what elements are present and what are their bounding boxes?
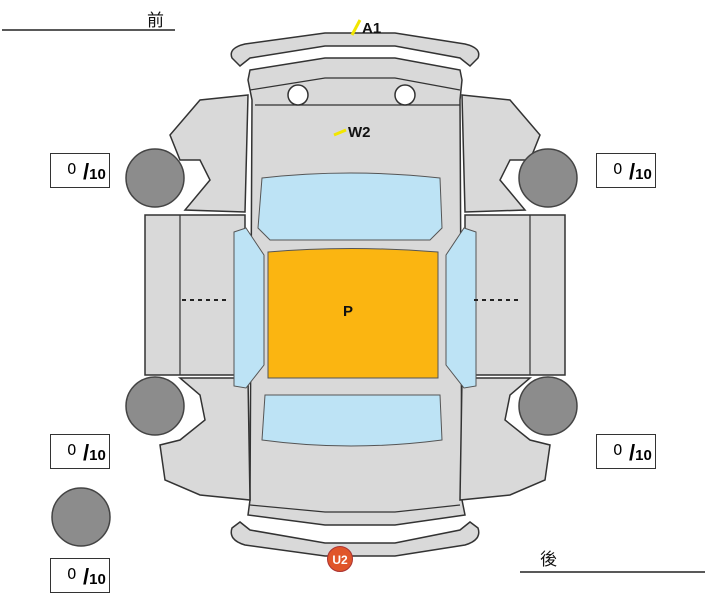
left-rear-fender bbox=[159, 377, 251, 501]
tire-score-front-right: 0/10 bbox=[596, 153, 656, 188]
score-value: 0 bbox=[67, 565, 77, 583]
tire-score-front-left: 0/10 bbox=[50, 153, 110, 188]
tire-spare bbox=[51, 487, 111, 547]
right-front-fender bbox=[461, 94, 541, 213]
left-front-fender bbox=[169, 94, 249, 213]
rear-bumper bbox=[230, 521, 480, 557]
tire-score-rear-left: 0/10 bbox=[50, 434, 110, 469]
left-side-panel bbox=[144, 214, 246, 376]
score-value: 0 bbox=[613, 441, 623, 459]
scratch-mark-a1 bbox=[350, 19, 362, 36]
scratch-mark-w2 bbox=[333, 128, 347, 137]
front-bumper bbox=[230, 32, 480, 68]
right-side-panel bbox=[464, 214, 566, 376]
tire-front-right bbox=[518, 148, 578, 208]
front-label: 前 bbox=[147, 11, 164, 31]
tire-rear-left bbox=[125, 376, 185, 436]
score-max: /10 bbox=[83, 440, 106, 465]
windshield bbox=[257, 172, 443, 241]
rear-window bbox=[261, 394, 443, 447]
score-max: /10 bbox=[629, 440, 652, 465]
mark-w2: W2 bbox=[348, 124, 371, 141]
fog-lamp-left bbox=[287, 84, 309, 106]
fog-lamp-right bbox=[394, 84, 416, 106]
tire-score-spare: 0/10 bbox=[50, 558, 110, 593]
score-max: /10 bbox=[629, 159, 652, 184]
rear-label: 後 bbox=[540, 550, 557, 570]
score-max: /10 bbox=[83, 564, 106, 589]
score-value: 0 bbox=[613, 160, 623, 178]
score-value: 0 bbox=[67, 441, 77, 459]
left-side-window bbox=[233, 227, 265, 389]
tire-score-rear-right: 0/10 bbox=[596, 434, 656, 469]
tire-front-left bbox=[125, 148, 185, 208]
right-rear-fender bbox=[459, 377, 551, 501]
tire-rear-right bbox=[518, 376, 578, 436]
mark-a1: A1 bbox=[362, 20, 382, 37]
score-max: /10 bbox=[83, 159, 106, 184]
mark-p: P bbox=[343, 303, 354, 320]
right-side-window bbox=[445, 227, 477, 389]
roof bbox=[267, 248, 439, 379]
score-value: 0 bbox=[67, 160, 77, 178]
mark-u2: U2 bbox=[327, 546, 353, 572]
